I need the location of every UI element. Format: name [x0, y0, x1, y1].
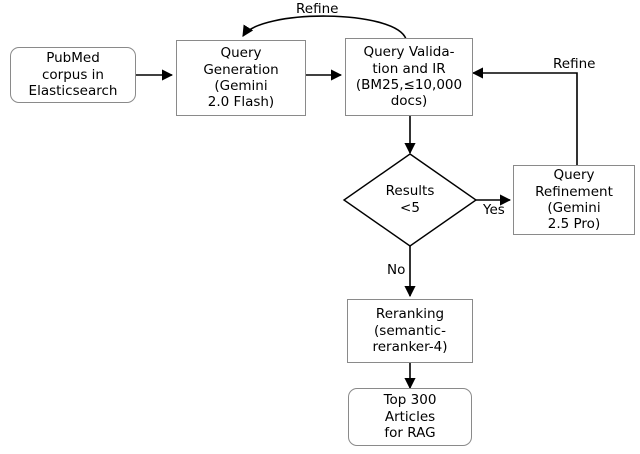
node-pubmed-corpus[interactable]: PubMed corpus in Elasticsearch	[10, 47, 136, 103]
edge-label-refine-right: Refine	[553, 56, 596, 72]
node-reranking-label: Reranking (semantic- reranker-4)	[372, 306, 448, 356]
node-pubmed-corpus-label: PubMed corpus in Elasticsearch	[28, 50, 118, 100]
node-query-validation-label: Query Valida- tion and IR (BM25,≤10,000 …	[355, 44, 463, 110]
node-query-generation-label: Query Generation (Gemini 2.0 Flash)	[203, 45, 279, 111]
edge-refine-top	[242, 15, 407, 40]
node-query-validation[interactable]: Query Valida- tion and IR (BM25,≤10,000 …	[345, 38, 473, 116]
node-output-articles-label: Top 300 Articles for RAG	[383, 392, 437, 442]
node-query-generation[interactable]: Query Generation (Gemini 2.0 Flash)	[176, 40, 306, 116]
node-results-decision[interactable]: Results <5	[344, 154, 476, 246]
edge-label-no: No	[387, 262, 406, 278]
edge-label-refine-top: Refine	[296, 1, 339, 17]
edge-label-yes: Yes	[483, 202, 505, 218]
node-results-decision-label: Results <5	[385, 183, 435, 216]
node-query-refinement[interactable]: Query Refinement (Gemini 2.5 Pro)	[513, 165, 635, 235]
node-query-refinement-label: Query Refinement (Gemini 2.5 Pro)	[535, 167, 613, 233]
edge-refine-right	[471, 67, 578, 165]
node-output-articles[interactable]: Top 300 Articles for RAG	[348, 388, 472, 446]
node-reranking[interactable]: Reranking (semantic- reranker-4)	[347, 299, 473, 363]
